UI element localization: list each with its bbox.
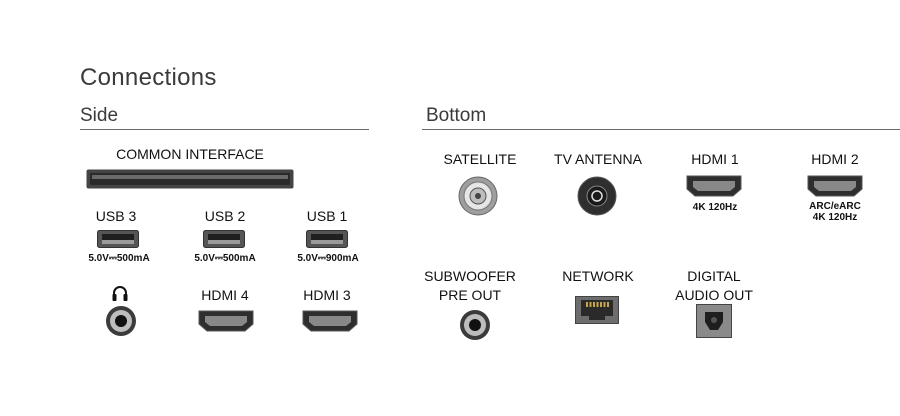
side-heading: Side [80, 105, 119, 126]
common-interface-slot-icon [86, 169, 294, 189]
usb2-port-icon [203, 230, 245, 248]
hdmi2-spec-arc: ARC/eARC [809, 201, 861, 212]
usb3-port-icon [97, 230, 139, 248]
hdmi4-label: HDMI 4 [201, 287, 249, 303]
hdmi1-spec: 4K 120Hz [692, 202, 738, 213]
hdmi3-label: HDMI 3 [303, 287, 351, 303]
hdmi2-spec-rate: 4K 120Hz [812, 212, 858, 223]
hdmi2-port-icon [806, 174, 864, 198]
usb3-label: USB 3 [95, 208, 137, 224]
subwoofer-label-line1: SUBWOOFER [424, 268, 516, 284]
headphone-icon [111, 284, 129, 302]
side-rule [80, 129, 369, 130]
digital-audio-label-line2: AUDIO OUT [675, 287, 753, 303]
hdmi2-label: HDMI 2 [811, 151, 859, 167]
usb1-label: USB 1 [306, 208, 348, 224]
ethernet-port-icon [575, 296, 619, 324]
usb1-port-icon [306, 230, 348, 248]
hdmi3-port-icon [301, 309, 359, 333]
subwoofer-jack-icon [459, 309, 491, 341]
bottom-heading: Bottom [426, 105, 487, 126]
common-interface-label: COMMON INTERFACE [116, 146, 264, 162]
satellite-connector-icon [458, 176, 498, 216]
usb2-label: USB 2 [204, 208, 246, 224]
subwoofer-label-line2: PRE OUT [438, 287, 502, 303]
page-title: Connections [80, 64, 217, 91]
hdmi4-port-icon [197, 309, 255, 333]
usb2-spec: 5.0V⎓500mA [194, 253, 256, 264]
network-label: NETWORK [562, 268, 634, 284]
tv-antenna-label: TV ANTENNA [554, 151, 642, 167]
audio-jack-icon [105, 305, 137, 337]
optical-port-icon [696, 304, 732, 338]
usb1-spec: 5.0V⎓900mA [297, 253, 359, 264]
hdmi1-port-icon [685, 174, 743, 198]
bottom-rule [422, 129, 900, 130]
satellite-label: SATELLITE [443, 151, 517, 167]
digital-audio-label-line1: DIGITAL [687, 268, 741, 284]
antenna-connector-icon [577, 176, 617, 216]
hdmi1-label: HDMI 1 [691, 151, 739, 167]
usb3-spec: 5.0V⎓500mA [88, 253, 150, 264]
